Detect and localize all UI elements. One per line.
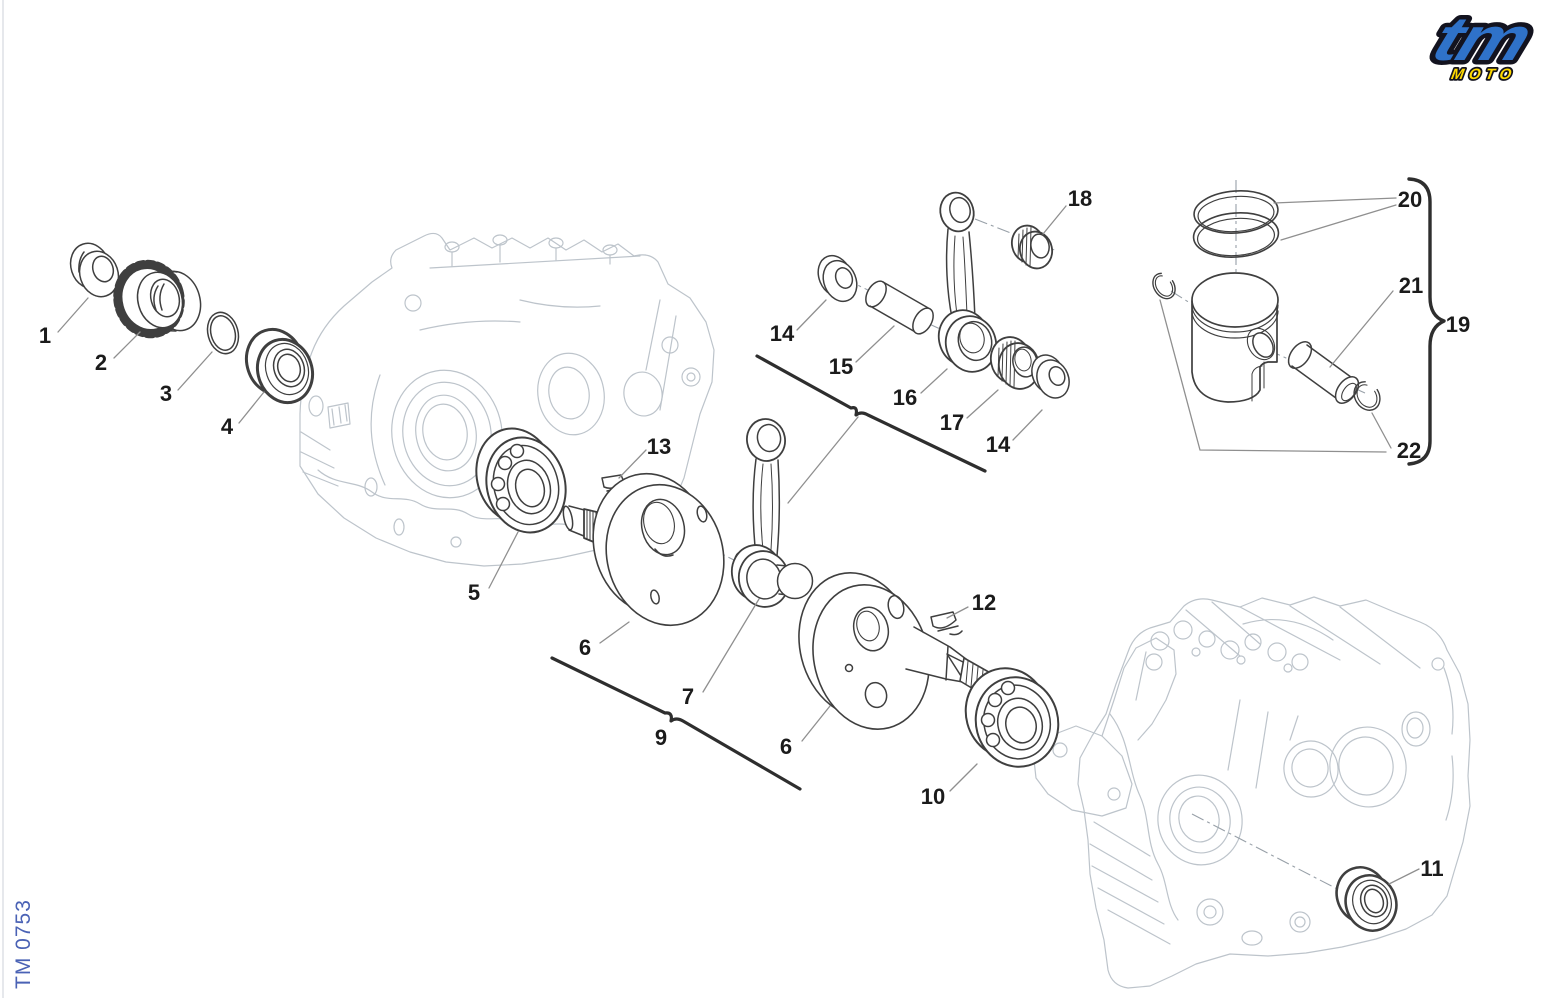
part-3-shim-ring	[206, 311, 240, 355]
callout-6a: 6	[579, 635, 591, 660]
callout-14a: 14	[770, 321, 795, 346]
logo-moto-text: MOTO	[1450, 66, 1518, 83]
part-16-connecting-rod	[937, 191, 998, 373]
part-21-piston-pin	[1287, 341, 1360, 404]
callout-1: 1	[39, 323, 51, 348]
part-6-crank-web-right	[798, 572, 1002, 730]
callout-12: 12	[972, 590, 996, 615]
part-10-ball-bearing	[964, 667, 1060, 768]
part-7-connecting-rod-assembled	[730, 418, 814, 608]
part-22-circlips	[1152, 272, 1381, 411]
part-19-piston	[1191, 272, 1279, 403]
callout-18: 18	[1068, 186, 1092, 211]
part-4-oil-seal	[244, 327, 315, 405]
part-20-piston-rings	[1192, 190, 1280, 258]
group-brackets	[550, 177, 1446, 791]
callout-9: 9	[655, 725, 667, 750]
rod-kit-bracket	[755, 354, 987, 473]
callout-22: 22	[1397, 438, 1421, 463]
callout-13: 13	[647, 434, 671, 459]
part-11-oil-seal	[1335, 866, 1398, 932]
part-14-thrust-washer-b	[1031, 354, 1070, 399]
part-17-needle-bearing	[989, 336, 1041, 390]
callout-21: 21	[1399, 273, 1423, 298]
parts-artwork	[69, 190, 1398, 932]
logo-tm-text: tm	[1424, 5, 1538, 74]
part-2-gear	[113, 259, 202, 339]
callout-3: 3	[160, 381, 172, 406]
callout-14b: 14	[986, 432, 1011, 457]
part-15-crank-pin	[865, 280, 934, 335]
callout-6b: 6	[780, 734, 792, 759]
tm-moto-logo: tm MOTO	[1419, 0, 1543, 85]
right-crankcase-outline-drawing	[1033, 596, 1471, 989]
callout-4: 4	[221, 414, 234, 439]
callout-19: 19	[1446, 312, 1470, 337]
part-6-crank-web-left	[562, 472, 725, 627]
callout-labels: 1 2 3 4 5 6 7 9 6 10 11 12 13 14 15 16 1…	[39, 186, 1470, 881]
callout-10: 10	[921, 784, 945, 809]
callout-20: 20	[1398, 187, 1422, 212]
left-crankcase-outline-drawing	[299, 232, 715, 567]
part-1-lock-nut	[69, 242, 120, 298]
part-12-woodruff-key	[930, 611, 963, 636]
part-14-thrust-washer-a	[817, 254, 858, 303]
callout-2: 2	[95, 350, 107, 375]
piston-kit-brace	[1407, 177, 1446, 466]
part-18-small-end-bearing	[1010, 224, 1054, 270]
callout-7: 7	[682, 684, 694, 709]
callout-15: 15	[829, 354, 853, 379]
callout-leader-lines	[57, 197, 1420, 885]
part-5-ball-bearing	[475, 427, 567, 534]
callout-5: 5	[468, 580, 480, 605]
crankshaft-kit-bracket	[550, 656, 802, 791]
callout-17: 17	[940, 410, 964, 435]
callout-16: 16	[893, 385, 917, 410]
callout-11: 11	[1420, 856, 1443, 881]
drawing-code: TM 0753	[12, 899, 35, 989]
